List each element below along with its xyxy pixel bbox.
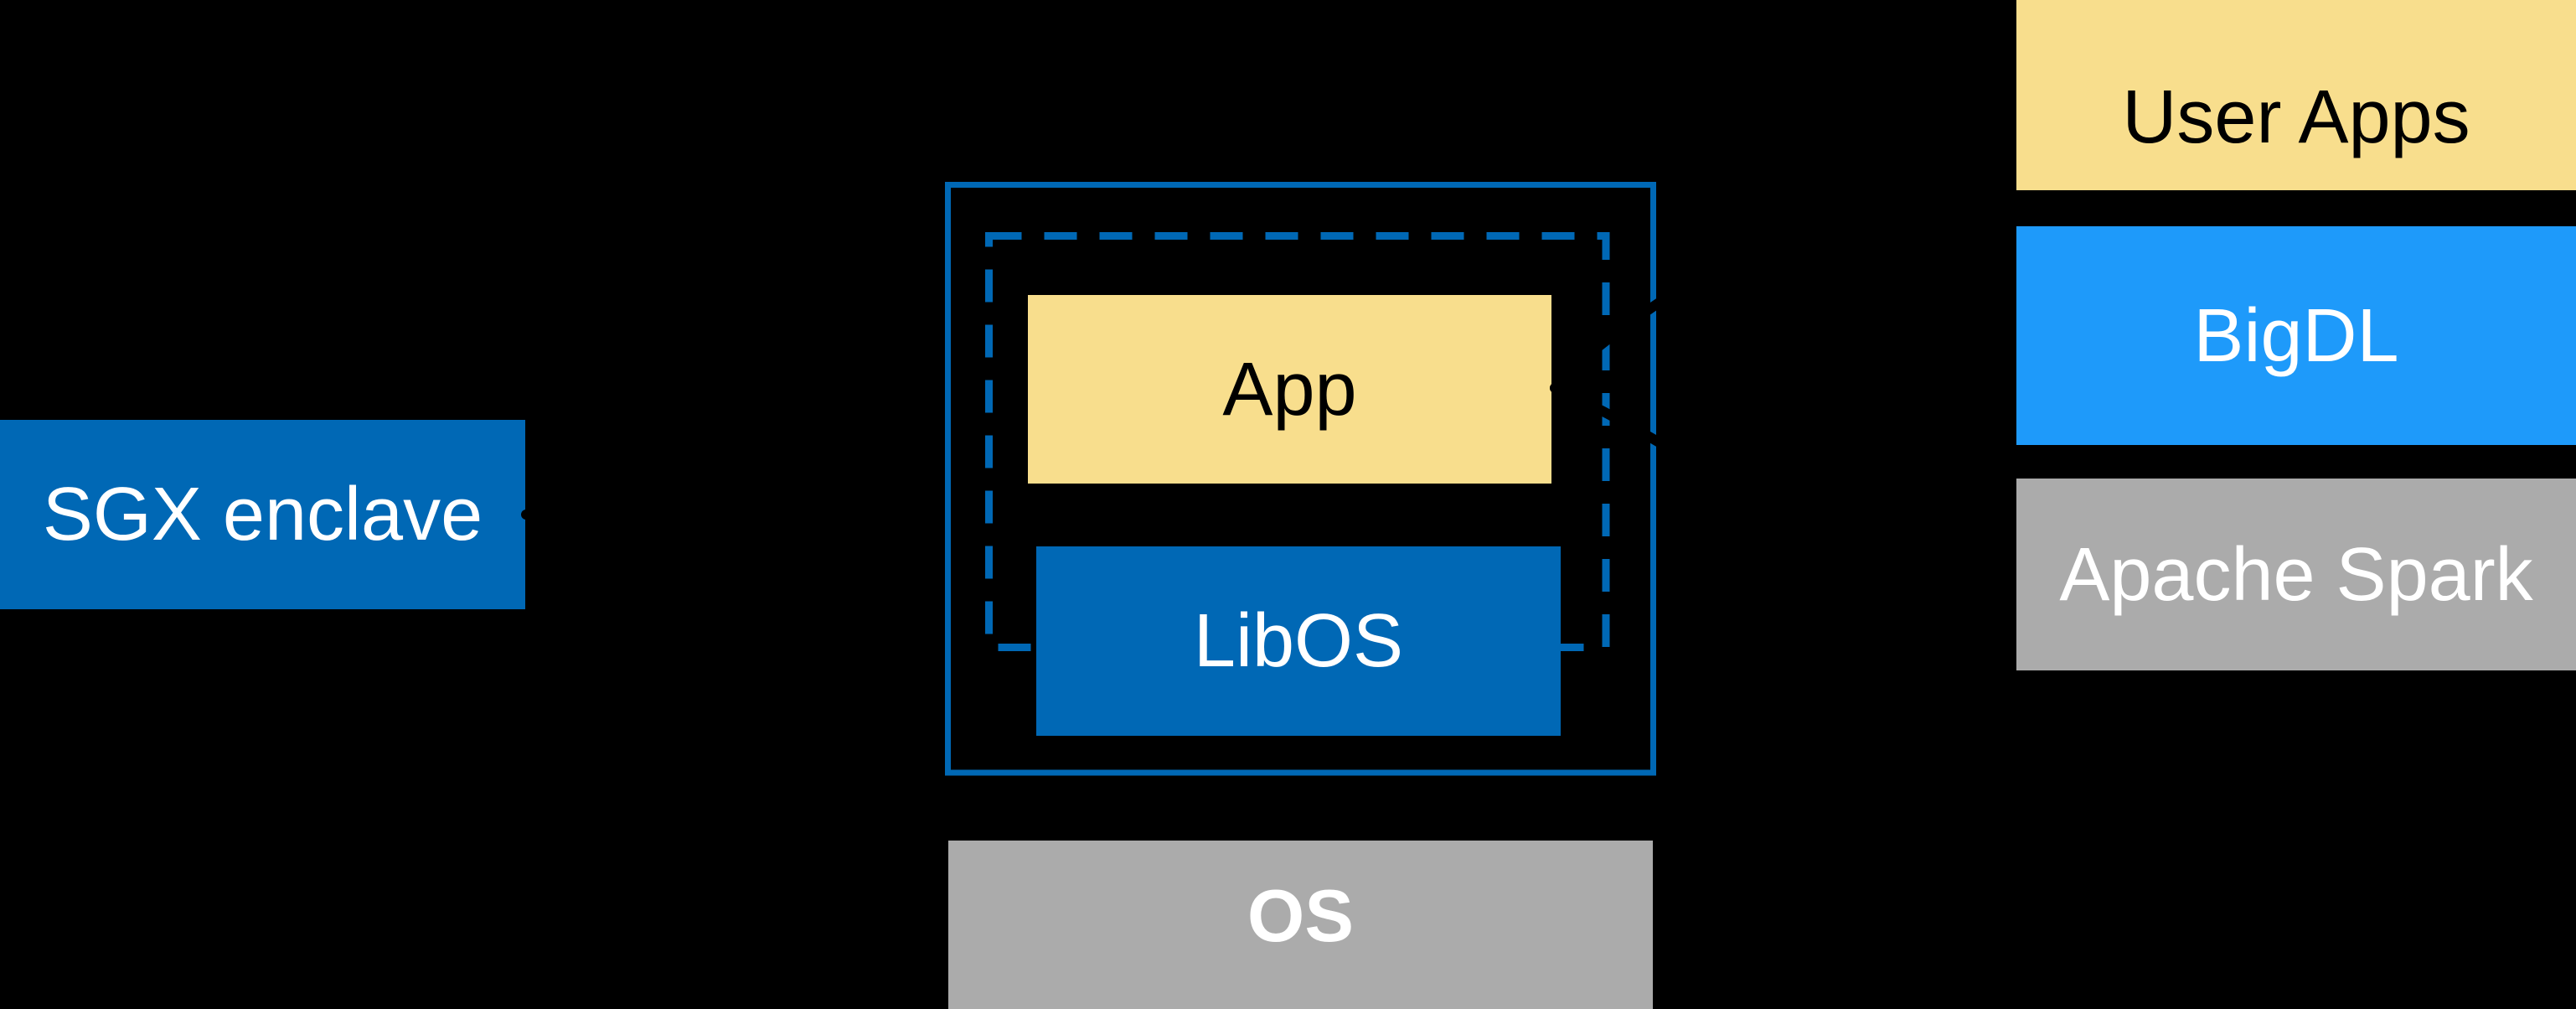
sgx-to-enclave-arrow	[521, 490, 935, 539]
stack-to-app-brace	[1550, 96, 2007, 667]
os-box: OS	[948, 841, 1653, 1009]
stack-item-bigdl: BigDL	[2016, 226, 2576, 445]
sgx-enclave-box: SGX enclave	[0, 420, 525, 609]
user-apps-label: User Apps	[2122, 75, 2470, 159]
app-label: App	[1222, 347, 1357, 432]
stack-item-apache-spark: Apache Spark	[2016, 479, 2576, 670]
libos-label: LibOS	[1193, 599, 1404, 683]
libos-box: LibOS	[1036, 546, 1561, 736]
stack-item-user-apps: User Apps	[2016, 0, 2576, 190]
sgx-enclave-label: SGX enclave	[42, 473, 483, 556]
app-box: App	[1028, 295, 1551, 484]
bigdl-label: BigDL	[2193, 293, 2399, 378]
os-label: OS	[1247, 873, 1355, 957]
apache-spark-label: Apache Spark	[2059, 532, 2533, 617]
